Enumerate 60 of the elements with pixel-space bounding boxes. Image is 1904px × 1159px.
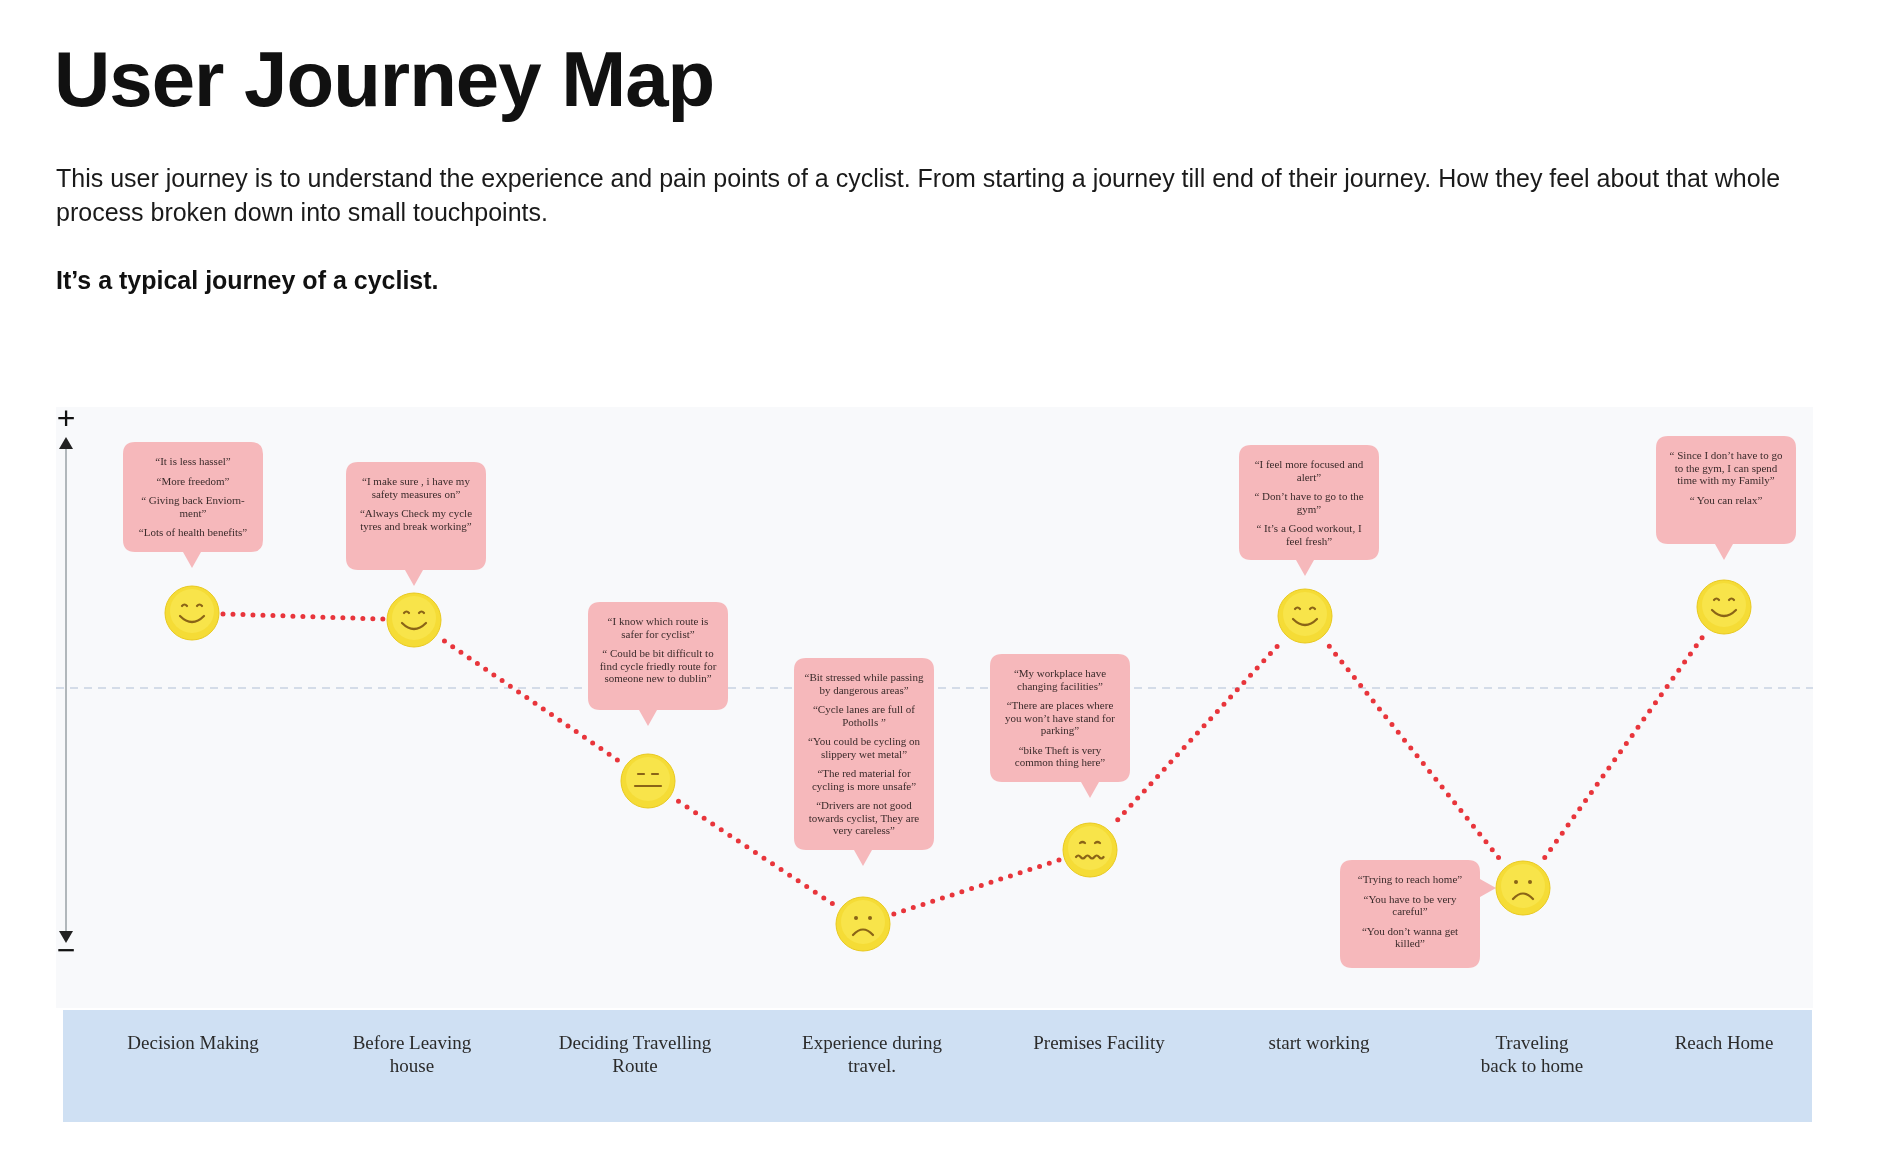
- quote-text: “ You can relax”: [1688, 493, 1764, 506]
- page-title: User Journey Map: [54, 34, 715, 125]
- dotted-connector: [220, 611, 386, 622]
- stage-label: Traveling back to home: [1479, 1031, 1585, 1077]
- speech-bubble: [123, 442, 263, 568]
- quote-text: “Drivers are not good towards cyclist, They are very careless”: [807, 799, 921, 837]
- speech-bubble: [1656, 436, 1796, 560]
- neutral-face-icon: [620, 753, 676, 809]
- quote-text: “Always Check my cycle tyres and break working”: [358, 507, 474, 532]
- quote-text: “ Giving back Enviorn-ment”: [140, 494, 246, 519]
- frowning-face-icon: [1495, 860, 1551, 916]
- smiling-face-icon: [1696, 579, 1752, 635]
- speech-bubble: [588, 602, 728, 726]
- dotted-connector: [1326, 643, 1502, 861]
- speech-bubble: [1239, 445, 1379, 576]
- stage-label: Premises Facility: [1032, 1031, 1166, 1054]
- dotted-connector: [891, 857, 1062, 917]
- quote-text: “You have to be very careful”: [1362, 892, 1458, 918]
- quote-text: “You don’t wanna get killed”: [1360, 924, 1460, 950]
- quote-text: “Cycle lanes are full of Potholls ”: [812, 703, 916, 728]
- stage-label: Reach Home: [1673, 1031, 1775, 1054]
- axis-end-label: −: [55, 935, 77, 965]
- dotted-connector: [676, 798, 835, 907]
- stage-label: start working: [1267, 1031, 1371, 1054]
- smiling-face-icon: [386, 592, 442, 648]
- stage-label: Decision Making: [126, 1031, 260, 1054]
- quote-text: “My workplace have changing facilities”: [1012, 667, 1108, 692]
- dotted-connector: [441, 638, 621, 763]
- frowning-face-icon: [835, 896, 891, 952]
- quote-text: “It is less hassel”: [154, 455, 232, 468]
- smiling-face-icon: [164, 585, 220, 641]
- stage-label: Experience during travel.: [801, 1031, 943, 1077]
- speech-bubble: [990, 654, 1130, 798]
- quote-text: “The red material for cycling is more unsafe”: [810, 767, 918, 792]
- quote-text: “Lots of health benefits”: [137, 526, 249, 539]
- uneasy-face-icon: [1062, 822, 1118, 878]
- dotted-connector: [1115, 643, 1280, 823]
- quote-text: “I make sure , i have my safety measures on”: [361, 475, 471, 500]
- quote-text: “More freedom”: [155, 474, 231, 487]
- speech-bubble: [346, 462, 486, 586]
- summary-note: It’s a typical journey of a cyclist.: [56, 265, 439, 295]
- quote-text: “ Since I don’t have to go to the gym, I can spend time with my Family”: [1668, 449, 1784, 487]
- quote-text: “There are places where you won’t have stand for parking”: [1004, 699, 1116, 737]
- quote-text: “ Could be bit difficult to find cycle friedly route for someone new to dublin”: [598, 647, 718, 685]
- quote-text: “You could be cycling on slippery wet metal”: [807, 735, 921, 760]
- quote-text: “Bit stressed while passing by dangerous areas”: [803, 671, 925, 696]
- stage-band: [63, 1010, 1812, 1122]
- quote-text: “Trying to reach home”: [1356, 873, 1464, 886]
- smiling-face-icon: [1277, 588, 1333, 644]
- stage-label: Deciding Travelling Route: [557, 1031, 713, 1077]
- stage-label: Before Leaving house: [351, 1031, 473, 1077]
- quote-text: “ It’s a Good workout, I feel fresh”: [1255, 522, 1363, 547]
- dotted-connector: [1542, 634, 1705, 861]
- quote-text: “bike Theft is very common thing here”: [1013, 743, 1107, 769]
- quote-text: “ Don’t have to go to the gym”: [1253, 490, 1365, 515]
- intro-paragraph: This user journey is to understand the experience and pain points of a cyclist. From starting a journey till end of their journey. How they feel about that whole process broken down into small touchpoints.: [56, 163, 1782, 228]
- speech-bubble: [794, 658, 934, 866]
- axis-end-label: +: [55, 403, 77, 433]
- quote-text: “I feel more focused and alert”: [1253, 458, 1365, 483]
- quote-text: “I know which route is safer for cyclist”: [606, 615, 710, 640]
